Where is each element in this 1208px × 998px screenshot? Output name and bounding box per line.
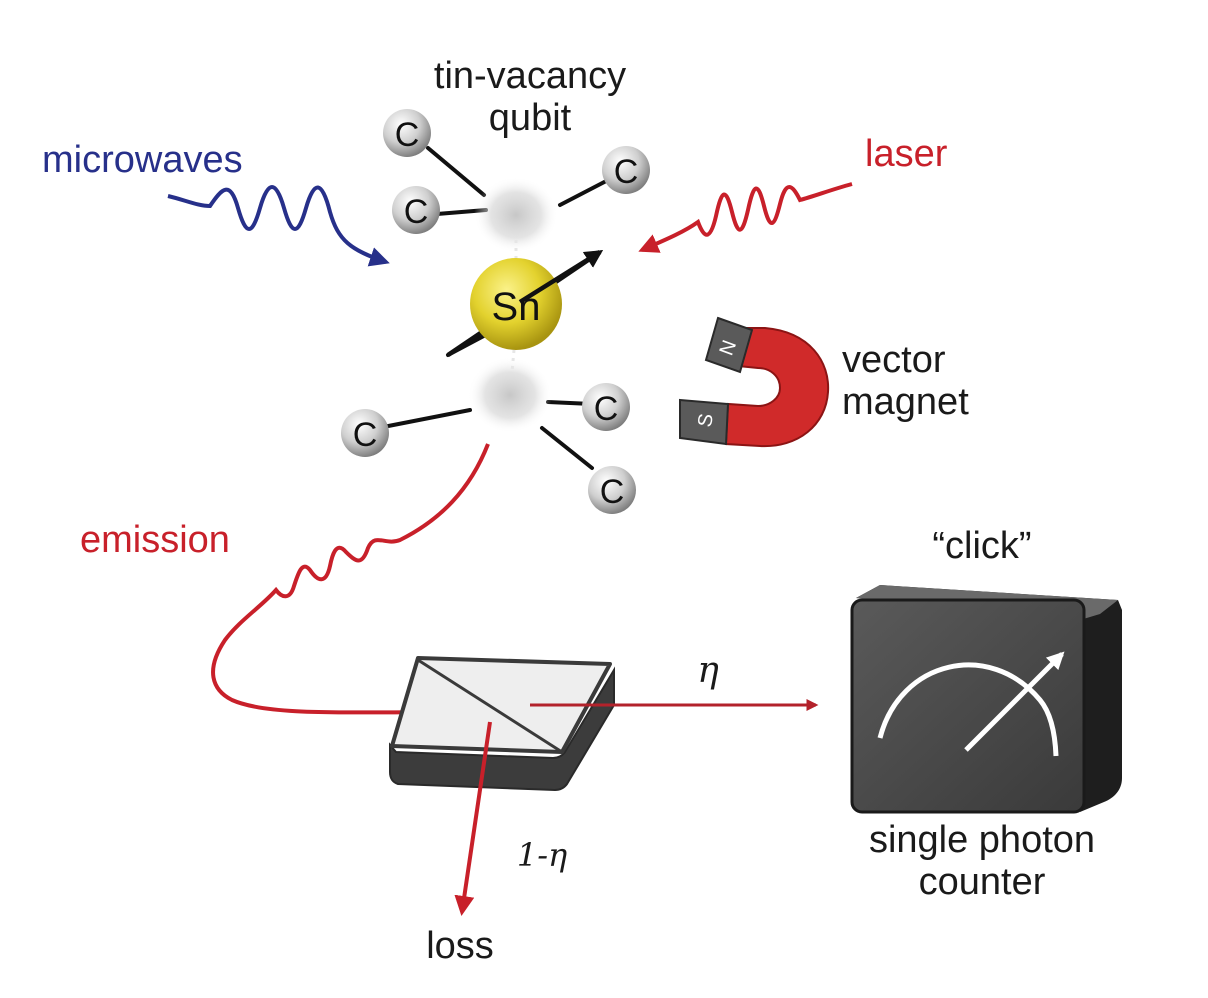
- magnet-label-line1: vector: [842, 339, 946, 381]
- meter-needle-icon: [964, 651, 1065, 752]
- counter-label-line1: single photon: [869, 819, 1095, 861]
- vacancy-site-upper: [474, 177, 558, 253]
- eta-label: η: [697, 650, 719, 691]
- vacancy-site-lower: [468, 357, 552, 433]
- carbon-atom-6: C: [588, 466, 636, 514]
- magnet-south-label: S: [694, 412, 718, 429]
- carbon-atom-2: C: [392, 186, 440, 234]
- svg-text:C: C: [353, 416, 378, 454]
- meter-dial-icon: [877, 662, 1059, 757]
- carbon-atom-1: C: [383, 109, 431, 157]
- laser-wave: [638, 182, 853, 253]
- svg-text:C: C: [404, 193, 429, 231]
- one-minus-eta-label: 1-η: [517, 836, 567, 874]
- horseshoe-magnet-icon: N S: [679, 316, 830, 448]
- carbon-atom-4: C: [341, 409, 389, 457]
- svg-text:C: C: [395, 116, 420, 154]
- loss-label: loss: [426, 925, 494, 967]
- qubit-label-line1: tin-vacancy: [434, 55, 626, 97]
- beam-splitter: [389, 656, 615, 792]
- svg-text:C: C: [614, 153, 639, 191]
- svg-text:C: C: [594, 390, 619, 428]
- click-label: “click”: [932, 525, 1031, 567]
- microwaves-label: microwaves: [42, 139, 243, 181]
- carbon-atom-3: C: [602, 146, 650, 194]
- laser-label: laser: [865, 133, 948, 175]
- emission-label: emission: [80, 519, 230, 561]
- magnet-north-label: N: [716, 337, 742, 358]
- svg-text:C: C: [600, 473, 625, 511]
- carbon-atom-5: C: [582, 383, 630, 431]
- qubit-label-line2: qubit: [489, 97, 572, 139]
- magnet-label-line2: magnet: [842, 381, 969, 423]
- tin-atom: Sn: [470, 258, 562, 350]
- emission-path: [211, 443, 490, 723]
- single-photon-counter: [850, 585, 1122, 814]
- microwave-wave: [167, 185, 390, 267]
- carbon-atoms: C C C C C C: [341, 109, 650, 514]
- counter-label-line2: counter: [919, 861, 1046, 903]
- loss-beam: [454, 721, 492, 916]
